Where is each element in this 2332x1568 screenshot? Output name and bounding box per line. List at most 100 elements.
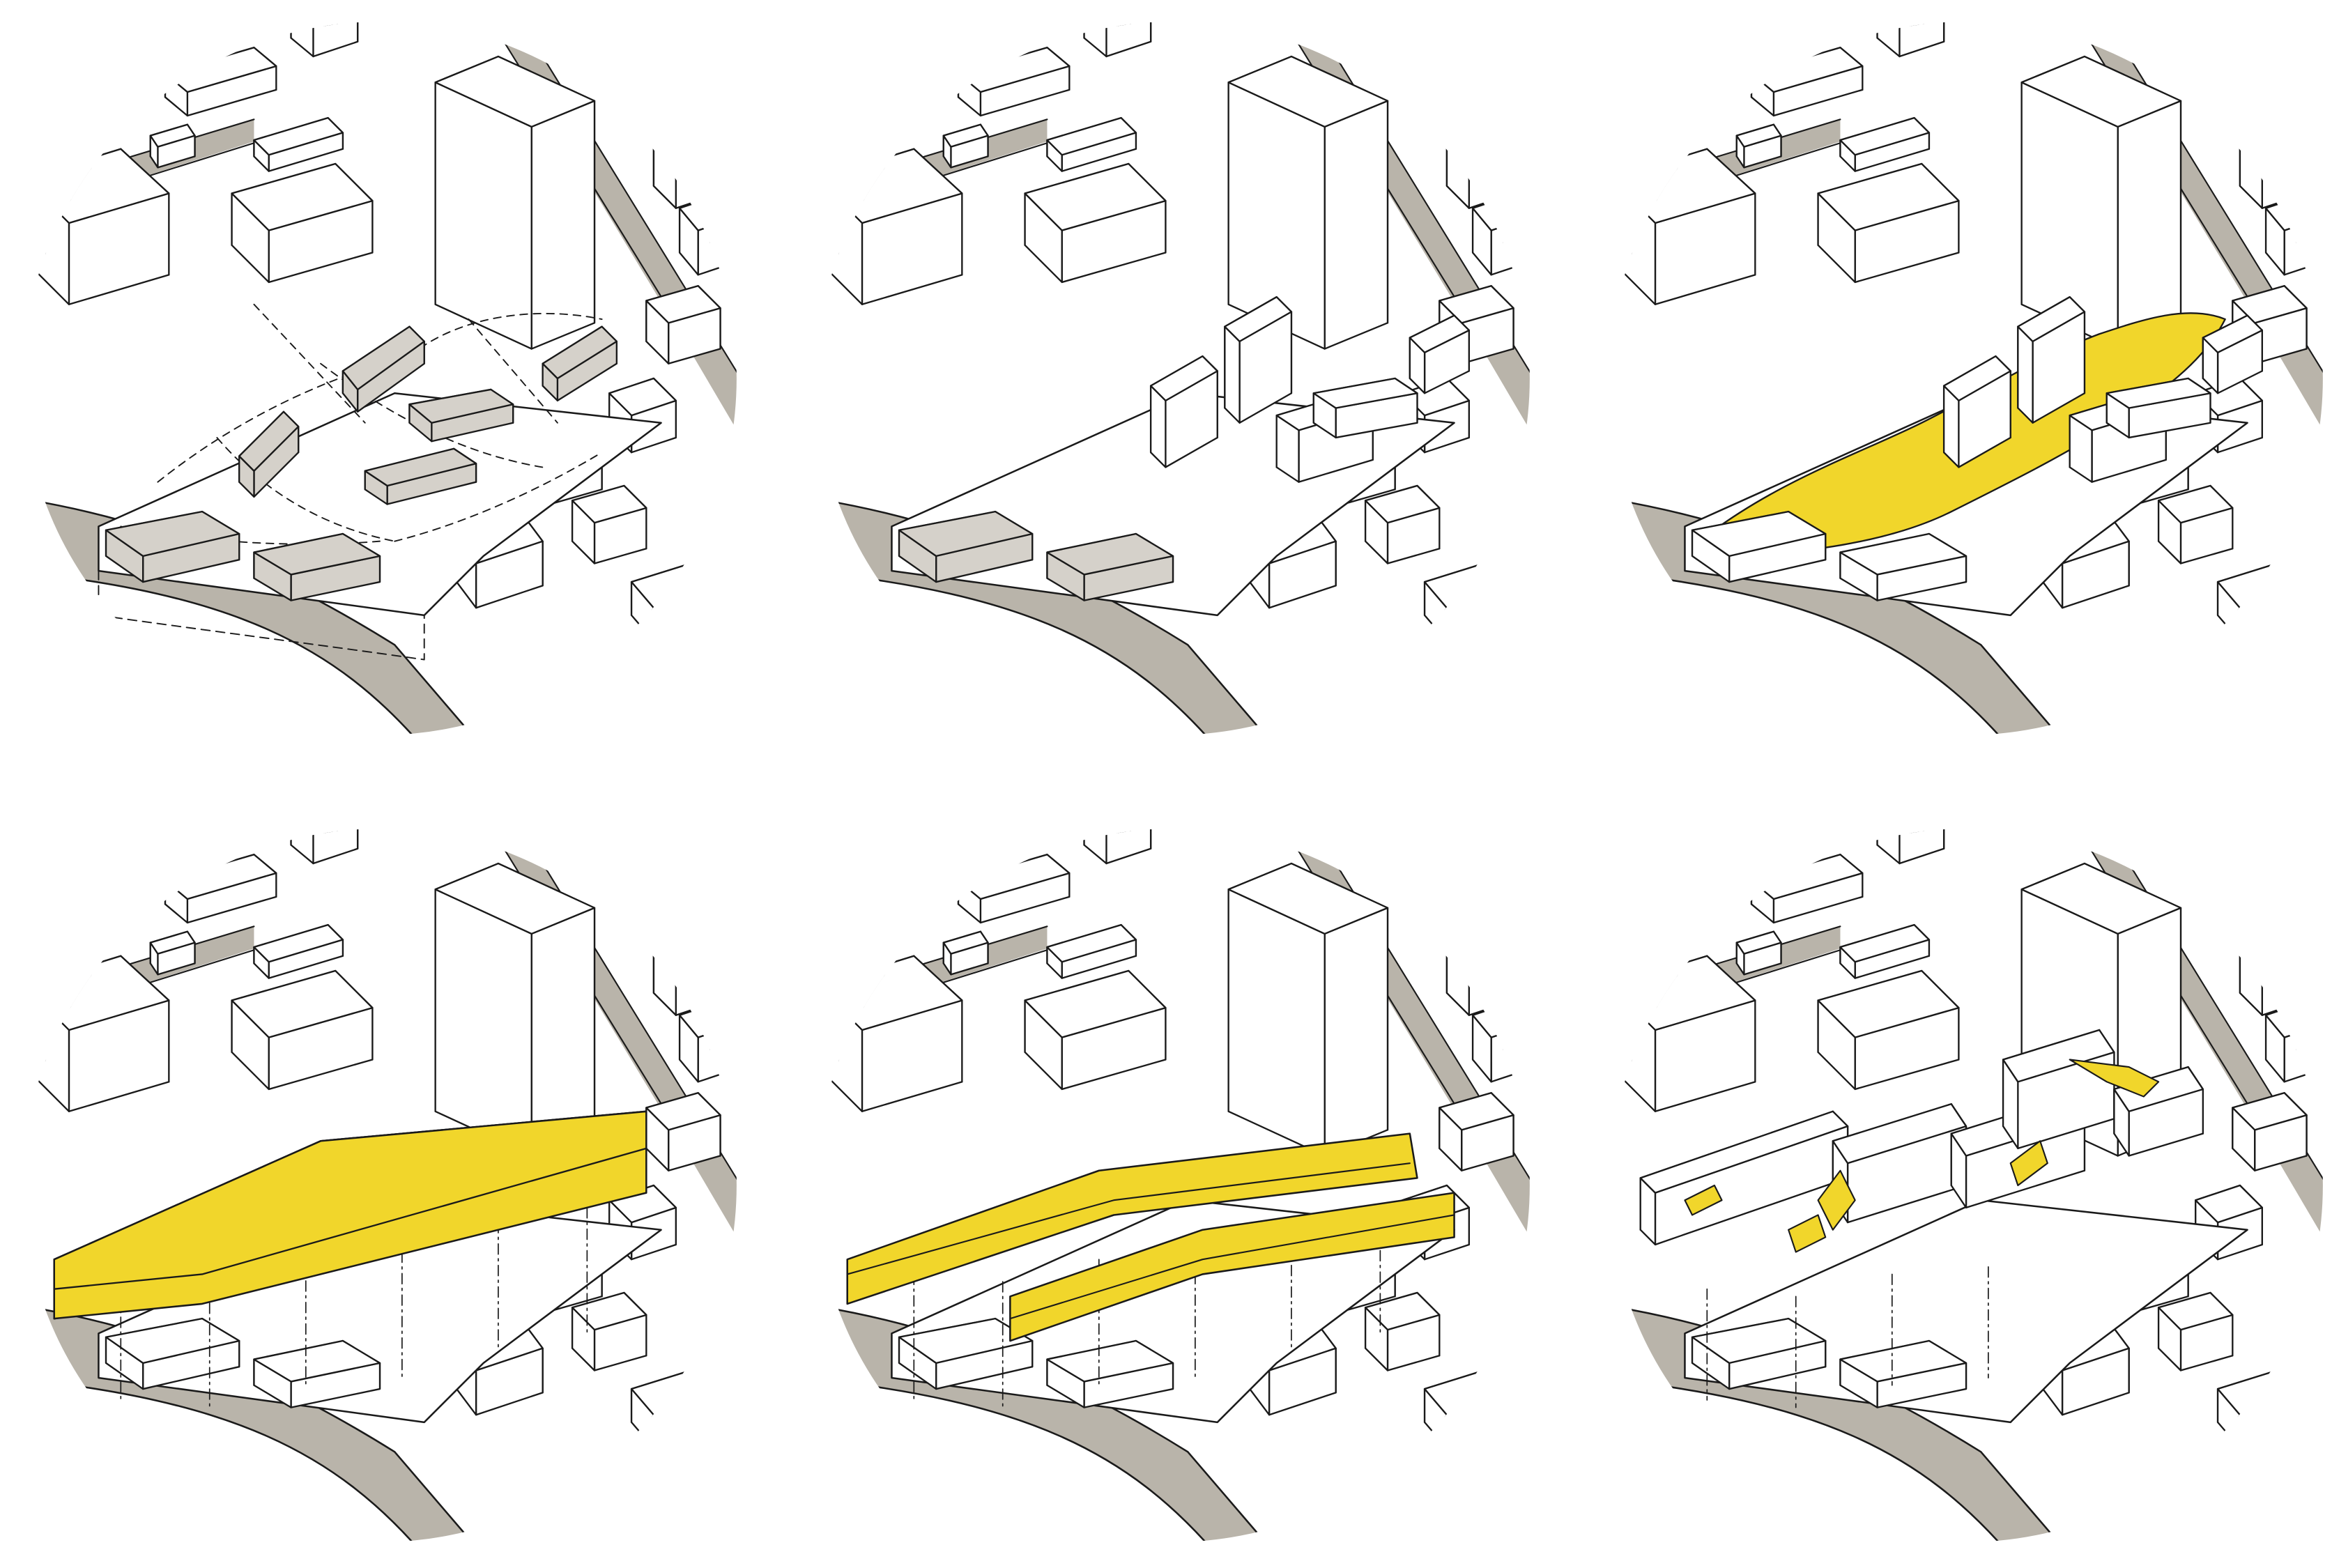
building-side <box>2285 215 2329 275</box>
context-building <box>2158 1293 2232 1371</box>
building-roof <box>2240 926 2307 963</box>
building-side <box>1729 12 1748 60</box>
panel-3-plaza <box>1596 8 2332 748</box>
building-side <box>877 838 896 886</box>
building-side <box>1491 926 1514 1000</box>
building-roof <box>84 12 162 49</box>
building-roof <box>654 119 721 156</box>
building-side <box>1491 119 1514 193</box>
building-roof <box>1670 819 1748 856</box>
building-side <box>1670 31 1689 79</box>
ramp-edge <box>803 1514 995 1555</box>
building-side <box>102 838 162 886</box>
context-building <box>1365 486 1439 564</box>
building-side <box>84 838 102 886</box>
building-side <box>2285 1022 2329 1082</box>
building-side <box>691 1371 713 1430</box>
building-side <box>2277 1371 2299 1430</box>
context-building <box>1473 1001 1535 1082</box>
building-side <box>1670 12 1729 60</box>
building-side <box>1689 838 1748 886</box>
building-side <box>1517 1001 1536 1068</box>
building-side <box>2240 590 2299 641</box>
tower <box>436 56 594 348</box>
ramp-edge <box>1596 707 1788 748</box>
building-side <box>654 590 713 641</box>
building-roof <box>1084 815 1151 827</box>
context-building <box>646 286 720 364</box>
building-side <box>877 819 936 867</box>
context-building <box>572 486 646 564</box>
context-building <box>2240 119 2307 208</box>
building-roof <box>1447 926 1514 963</box>
context-building <box>84 12 162 79</box>
building-side <box>1325 908 1388 1156</box>
building-roof <box>291 815 358 827</box>
building-roof <box>1878 815 1944 827</box>
context-building <box>654 926 721 1015</box>
building-side <box>2262 948 2307 1015</box>
context-building <box>1439 1093 1513 1171</box>
context-building <box>2232 1093 2306 1171</box>
building-side <box>896 838 955 886</box>
building-roof <box>2240 119 2307 156</box>
context-building <box>1670 12 1748 79</box>
building-side <box>143 819 162 867</box>
building-roof <box>1878 8 1944 20</box>
building-side <box>1484 1371 1506 1430</box>
building-side <box>143 12 162 60</box>
context-building <box>1447 119 1514 208</box>
building-roof <box>877 819 955 856</box>
tower <box>2022 56 2181 348</box>
context-building <box>680 194 742 275</box>
building-side <box>2285 926 2307 1000</box>
building-side <box>436 889 532 1155</box>
context-building <box>1365 1293 1439 1371</box>
building-side <box>84 819 143 867</box>
building-side <box>1447 590 1506 641</box>
context-building <box>2158 486 2232 564</box>
ramp-edge <box>10 707 202 748</box>
building-side <box>698 926 721 1000</box>
building-side <box>724 1001 743 1068</box>
building-side <box>936 12 955 60</box>
context-building <box>680 1001 742 1082</box>
building-side <box>676 948 721 1015</box>
building-side <box>2118 101 2181 349</box>
building-side <box>896 31 955 79</box>
building-side <box>436 82 532 348</box>
building-side <box>2277 564 2299 623</box>
building-side <box>2240 1397 2299 1448</box>
building-roof <box>291 8 358 20</box>
building-roof <box>1670 12 1748 49</box>
building-side <box>676 141 721 208</box>
building-side <box>1729 819 1748 867</box>
context-building <box>877 12 955 79</box>
building-side <box>698 215 743 275</box>
building-side <box>877 31 896 79</box>
building-side <box>1469 141 1514 208</box>
building-side <box>1491 215 1536 275</box>
building-side <box>1484 564 1506 623</box>
tower <box>436 863 594 1155</box>
building-side <box>2310 194 2329 261</box>
context-building <box>654 119 721 208</box>
building-side <box>691 564 713 623</box>
context-building <box>877 819 955 886</box>
building-side <box>1670 819 1729 867</box>
context-building <box>1670 819 1748 886</box>
panel-5-split-roof <box>803 815 1543 1555</box>
building-roof <box>654 926 721 963</box>
building-side <box>1325 101 1388 349</box>
building-side <box>1517 194 1536 261</box>
context-building <box>84 819 162 886</box>
building-side <box>2310 1001 2329 1068</box>
building-side <box>1491 1022 1536 1082</box>
building-roof <box>1447 119 1514 156</box>
building-side <box>724 194 743 261</box>
building-side <box>1670 838 1689 886</box>
panel-4-single-roof <box>10 815 750 1555</box>
building-side <box>84 12 143 60</box>
panel-6-carved-roof <box>1596 815 2332 1555</box>
